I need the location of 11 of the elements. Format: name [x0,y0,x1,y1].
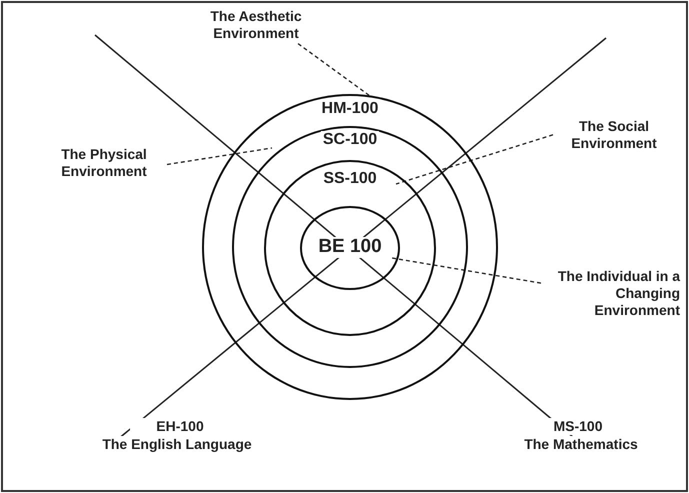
leader-line [396,134,554,185]
leader-line [298,43,370,97]
environment-label: The Physical Environment [44,146,164,180]
ring-circle [202,94,498,400]
environment-label: The Social Environment [556,118,672,152]
ring-circle [264,160,436,336]
ring-circle [232,126,468,368]
environment-label: The Individual in a Changing Environment [544,268,680,318]
leader-line [392,257,542,284]
ring-circle [300,206,400,290]
environment-label: The Aesthetic Environment [196,8,316,42]
